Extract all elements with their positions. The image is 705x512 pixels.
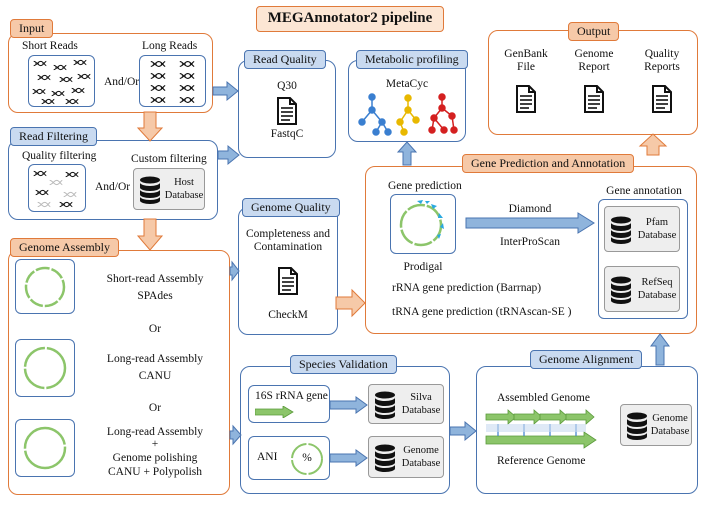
- ani-label: ANI: [257, 451, 278, 463]
- document-icon: [278, 267, 298, 295]
- document-icon: [277, 97, 297, 125]
- database-icon: [611, 216, 631, 244]
- read-filtering-tab: Read Filtering: [10, 127, 97, 146]
- database-icon: [611, 276, 631, 304]
- genome-quality-tab: Genome Quality: [242, 198, 340, 217]
- genome-alignment-tab: Genome Alignment: [530, 350, 643, 369]
- pfam-database-label: Pfam Database: [637, 217, 677, 241]
- checkm-label: CheckM: [268, 309, 308, 321]
- metabolic-tab: Metabolic profiling: [356, 50, 468, 69]
- flow-arrow: [650, 333, 670, 366]
- quality-filtering-image: [28, 164, 86, 212]
- polish-label-2: Genome polishing: [112, 452, 198, 464]
- quality-filtering-label: Quality filtering: [22, 150, 97, 162]
- polish-plus: +: [151, 438, 159, 450]
- alignment-database-box: Genome Database: [620, 404, 692, 446]
- pipeline-title: MEGAnnotator2 pipeline: [256, 6, 444, 32]
- genome-database-box: Genome Database: [368, 436, 444, 478]
- pfam-database-box: Pfam Database: [604, 206, 680, 252]
- rrna-box: 16S rRNA gene: [248, 385, 330, 423]
- long-reads-label: Long Reads: [142, 40, 198, 52]
- filtering-and-or: And/Or: [95, 181, 131, 193]
- output-genome-report: Genome Report: [574, 48, 614, 73]
- host-database-box: Host Database: [133, 168, 205, 210]
- pathway-icons: [358, 93, 458, 136]
- output-tab: Output: [568, 22, 620, 41]
- percent-label: %: [302, 452, 312, 464]
- output-panel: [488, 30, 698, 135]
- assembly-or-1: Or: [148, 323, 162, 335]
- read-quality-tab: Read Quality: [244, 50, 326, 69]
- genome-assembly-tab: Genome Assembly: [10, 238, 119, 257]
- long-assembly-label: Long-read Assembly: [106, 353, 204, 365]
- annotation-arrow: [465, 212, 595, 234]
- short-reads-label: Short Reads: [22, 40, 78, 52]
- database-icon: [140, 176, 160, 204]
- document-icon: [584, 85, 604, 113]
- short-assembly-label: Short-read Assembly: [106, 273, 204, 285]
- flow-arrow: [449, 420, 477, 442]
- percent-circle-icon: [291, 443, 323, 475]
- validation-arrow: [329, 449, 368, 467]
- flow-arrow: [212, 80, 239, 102]
- gene-prediction-tab: Gene Prediction and Annotation: [462, 154, 635, 173]
- custom-filtering-label: Custom filtering: [131, 153, 207, 165]
- alignment-database-label: Genome Database: [650, 413, 690, 437]
- refseq-database-box: RefSeq Database: [604, 266, 680, 312]
- database-icon: [627, 412, 647, 440]
- flow-arrow: [229, 260, 240, 282]
- refseq-database-label: RefSeq Database: [637, 277, 677, 301]
- q30-label: Q30: [277, 80, 297, 92]
- interproscan-label: InterProScan: [499, 236, 561, 248]
- alignment-graphic: [485, 409, 597, 449]
- database-icon: [375, 391, 395, 419]
- genome-database-label: Genome Database: [401, 445, 441, 469]
- output-genbank: GenBank File: [504, 48, 548, 73]
- long-reads-image: [139, 55, 206, 107]
- ani-box: ANI %: [248, 436, 330, 480]
- gene-prediction-label: Gene prediction: [388, 180, 462, 192]
- flow-arrow: [217, 144, 240, 166]
- gene-annotation-label: Gene annotation: [606, 185, 682, 197]
- flow-arrow: [136, 218, 164, 251]
- flow-arrow: [335, 288, 366, 318]
- flow-arrow: [136, 111, 164, 142]
- database-icon: [375, 444, 395, 472]
- flow-arrow: [396, 141, 418, 166]
- polished-assembly-image: [15, 419, 75, 477]
- diamond-label: Diamond: [508, 203, 552, 215]
- species-validation-tab: Species Validation: [290, 355, 397, 374]
- short-assembly-image: [15, 259, 75, 314]
- flow-arrow: [229, 424, 242, 446]
- document-icon: [516, 85, 536, 113]
- polish-label-1: Long-read Assembly: [106, 426, 204, 438]
- fastqc-label: FastqC: [270, 128, 304, 140]
- silva-database-label: Silva Database: [401, 392, 441, 416]
- assembled-genome-label: Assembled Genome: [497, 392, 590, 404]
- completeness-label: Completeness and Contamination: [246, 228, 330, 253]
- input-tab: Input: [10, 19, 54, 38]
- spades-label: SPAdes: [137, 290, 173, 302]
- canu-label: CANU: [138, 370, 172, 382]
- rrna-gene-label: 16S rRNA gene: [255, 390, 328, 402]
- silva-database-box: Silva Database: [368, 384, 444, 424]
- validation-arrow: [329, 396, 368, 414]
- gene-prediction-image: [390, 194, 456, 254]
- host-database-label: Host Database: [164, 177, 204, 201]
- metacyc-label: MetaCyc: [385, 78, 429, 90]
- long-assembly-image: [15, 339, 75, 397]
- short-reads-image: [28, 55, 95, 107]
- reference-genome-label: Reference Genome: [497, 455, 586, 467]
- flow-arrow: [638, 133, 668, 156]
- polish-tool: CANU + Polypolish: [107, 466, 203, 478]
- trna-prediction-label: tRNA gene prediction (tRNAscan-SE ): [392, 306, 572, 318]
- input-and-or: And/Or: [104, 76, 140, 88]
- rrna-prediction-label: rRNA gene prediction (Barrnap): [392, 282, 542, 294]
- prodigal-label: Prodigal: [403, 261, 443, 273]
- gene-arrow-icon: [255, 406, 294, 418]
- document-icon: [652, 85, 672, 113]
- output-quality-reports: Quality Reports: [644, 48, 680, 73]
- assembly-or-2: Or: [148, 402, 162, 414]
